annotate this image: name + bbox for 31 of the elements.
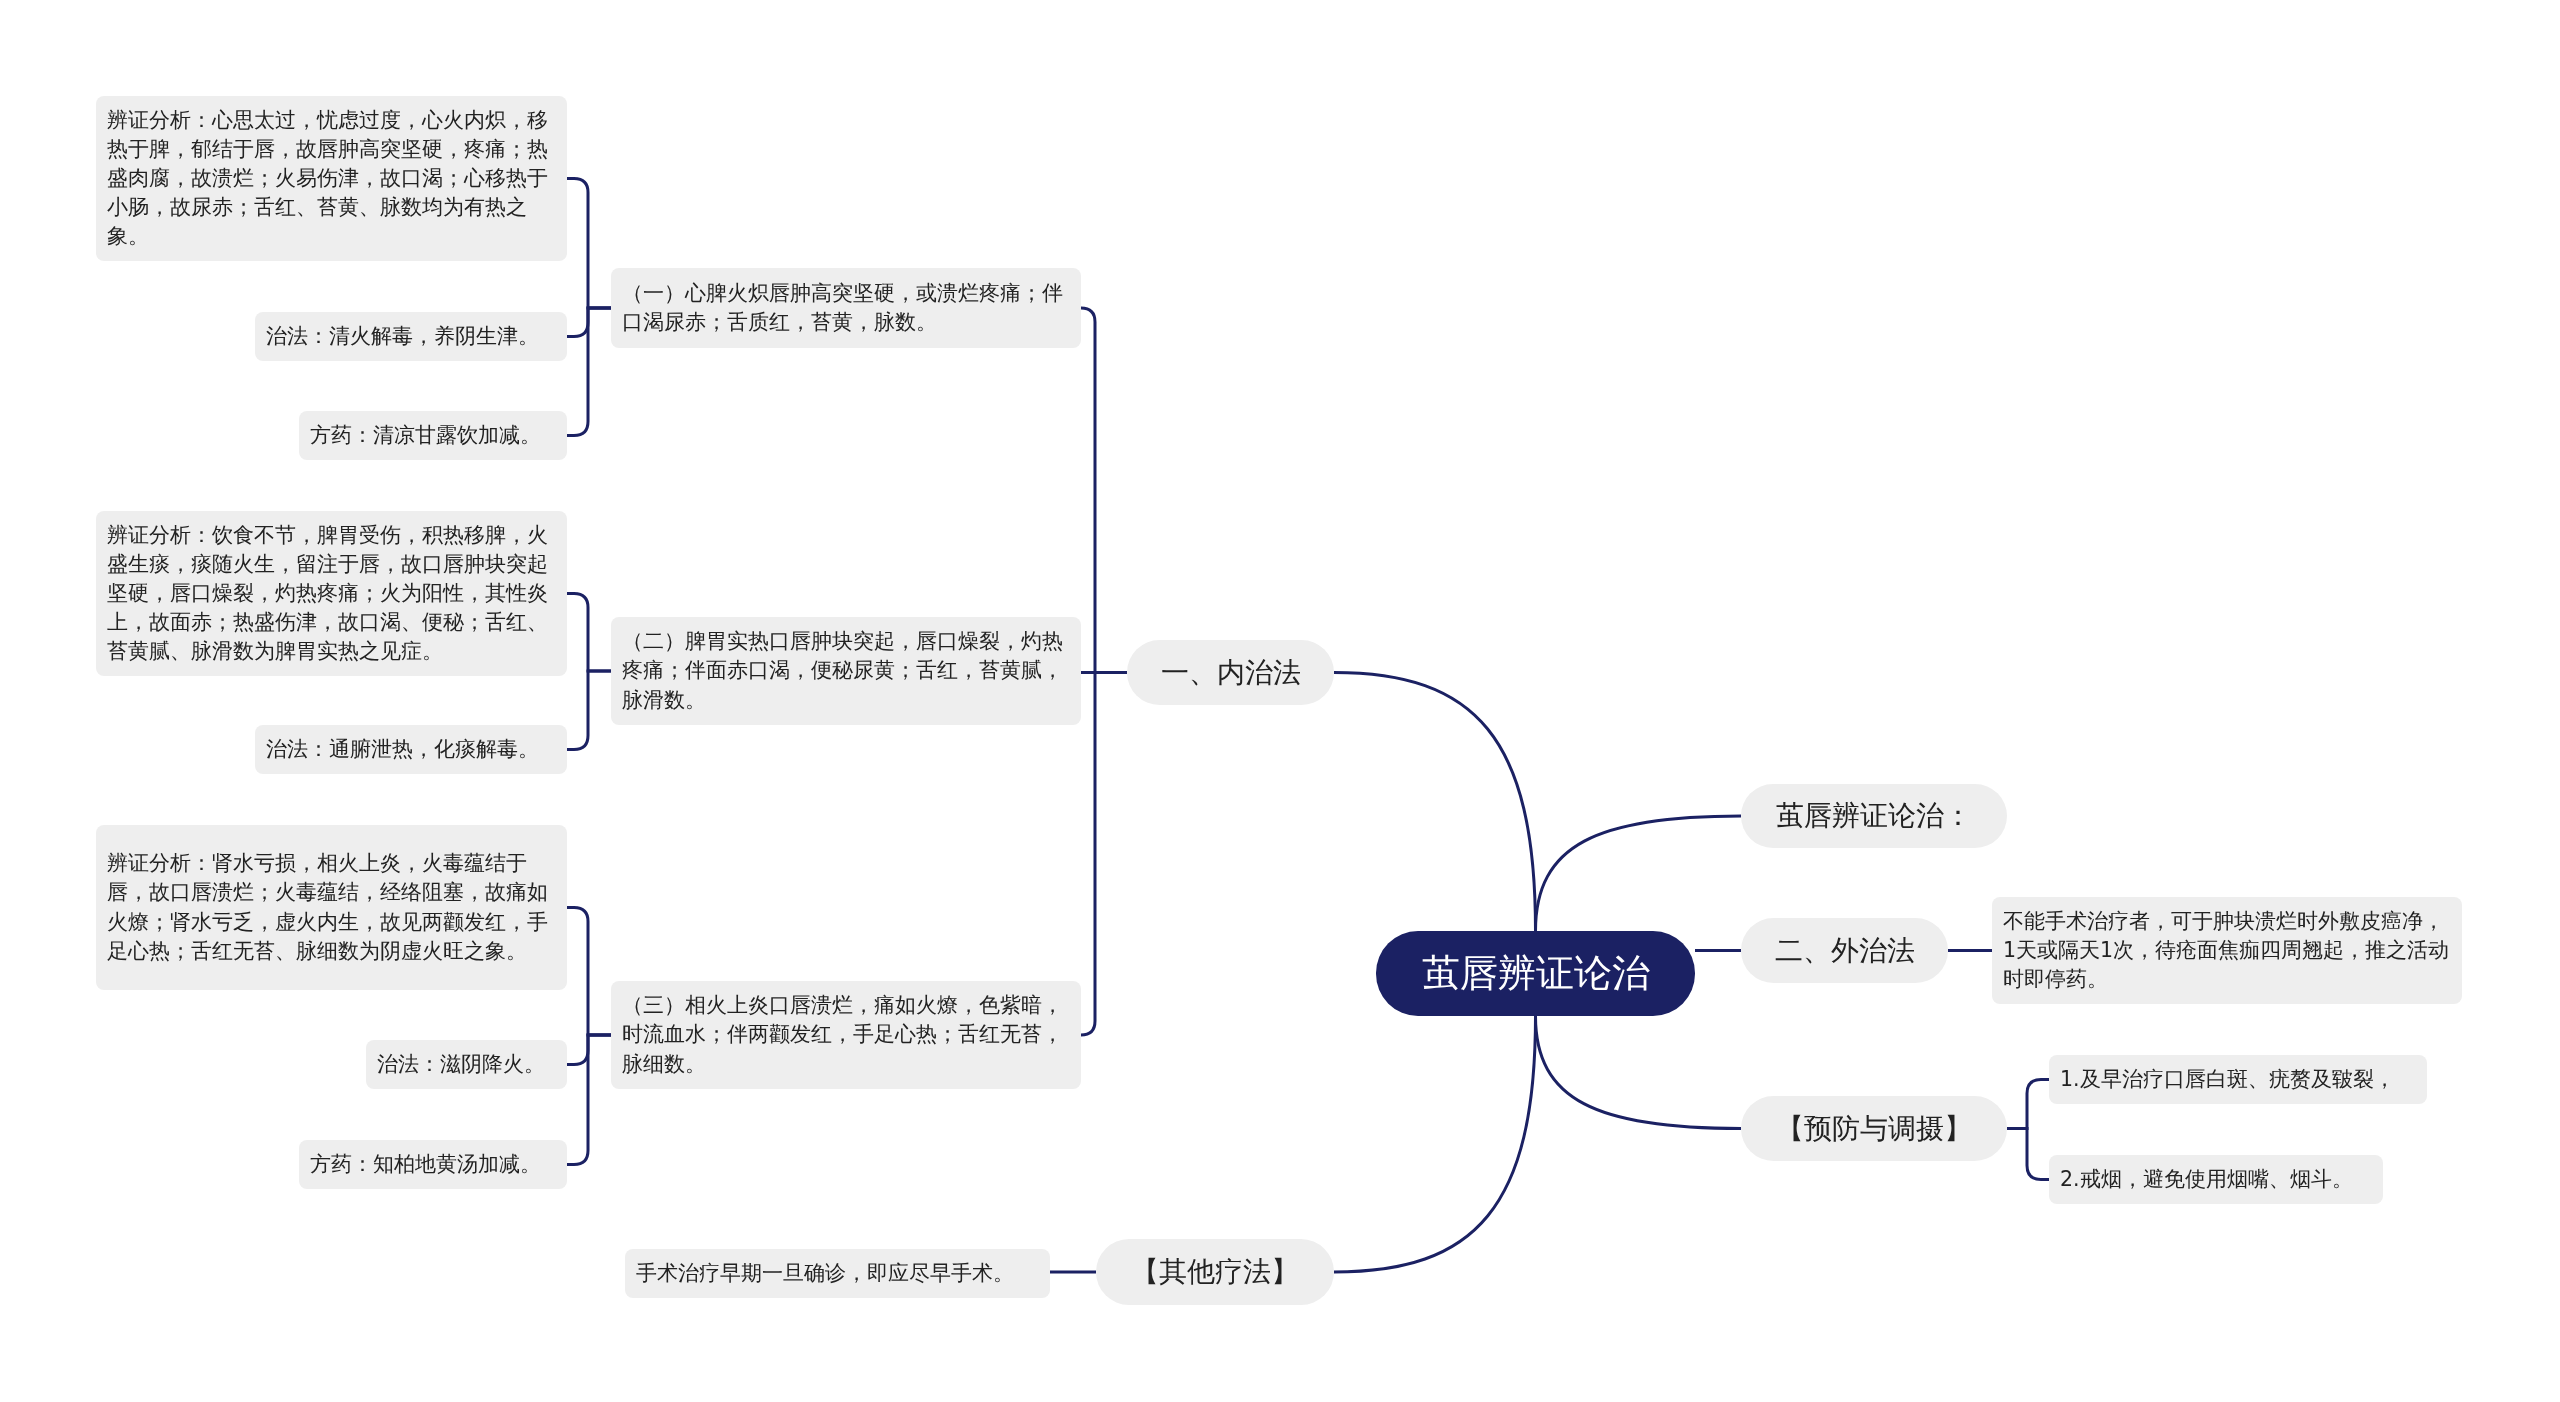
note-box: （一）心脾火炽唇肿高突坚硬，或溃烂疼痛；伴口渴尿赤；舌质红，苔黄，脉数。 xyxy=(611,268,1081,348)
note-box: （二）脾胃实热口唇肿块突起，唇口燥裂，灼热疼痛；伴面赤口渴，便秘尿黄；舌红，苔黄腻，脉滑数。 xyxy=(611,617,1081,725)
connector-line xyxy=(1050,1270,1096,1274)
note-box: 治法：通腑泄热，化痰解毒。 xyxy=(255,725,567,774)
note-box: 2.戒烟，避免使用烟嘴、烟斗。 xyxy=(2049,1155,2383,1204)
topic-pill: 一、内治法 xyxy=(1127,640,1334,705)
note-box: 方药：知柏地黄汤加减。 xyxy=(299,1140,567,1189)
connector-line xyxy=(567,306,611,437)
connector-line xyxy=(1695,949,1741,952)
note-box: 辨证分析：心思太过，忧虑过度，心火内炽，移热于脾，郁结于唇，故唇肿高突坚硬，疼痛；热盛肉腐，故溃烂；火易伤津，故口渴；心移热于小肠，故尿赤；舌红、苔黄、脉数均为有热之象。 xyxy=(96,96,567,261)
connector-line xyxy=(567,669,611,751)
connector-line xyxy=(1333,1015,1537,1274)
note-box: 治法：滋阴降火。 xyxy=(366,1040,567,1089)
connector-line xyxy=(1948,949,1992,952)
connector-line xyxy=(1534,814,1742,932)
note-box: 辨证分析：饮食不节，脾胃受伤，积热移脾，火盛生痰，痰随火生，留注于唇，故口唇肿块突起坚硬，唇口燥裂，灼热疼痛；火为阳性，其性炎上，故面赤；热盛伤津，故口渴、便秘；舌红、苔黄腻、脉滑数为脾胃实热之见症。 xyxy=(96,511,567,676)
connector-line xyxy=(567,1033,611,1166)
connector-line xyxy=(2007,1127,2049,1181)
note-box: 不能手术治疗者，可于肿块溃烂时外敷皮癌净，1天或隔天1次，待疮面焦痂四周翘起，推之活动时即停药。 xyxy=(1992,897,2462,1004)
connector-line xyxy=(1079,671,1127,1037)
note-box: 方药：清凉甘露饮加减。 xyxy=(299,411,567,460)
topic-pill: 二、外治法 xyxy=(1741,918,1948,983)
note-box: 治法：清火解毒，养阴生津。 xyxy=(255,312,567,361)
topic-pill: 茧唇辨证论治： xyxy=(1741,784,2007,848)
note-box: 手术治疗早期一旦确诊，即应尽早手术。 xyxy=(625,1249,1050,1298)
note-box: 1.及早治疗口唇白斑、疣赘及皲裂， xyxy=(2049,1055,2427,1104)
note-box: （三）相火上炎口唇溃烂，痛如火燎，色紫暗，时流血水；伴两颧发红，手足心热；舌红无苔，脉细数。 xyxy=(611,981,1081,1089)
central-topic: 茧唇辨证论治 xyxy=(1376,931,1695,1016)
note-box: 辨证分析：肾水亏损，相火上炎，火毒蕴结于唇，故口唇溃烂；火毒蕴结，经络阻塞，故痛如火燎；肾水亏乏，虚火内生，故见两颧发红，手足心热；舌红无苔、脉细数为阴虚火旺之象。 xyxy=(96,825,567,990)
topic-pill: 【其他疗法】 xyxy=(1096,1239,1334,1305)
topic-pill: 【预防与调摄】 xyxy=(1741,1096,2007,1161)
